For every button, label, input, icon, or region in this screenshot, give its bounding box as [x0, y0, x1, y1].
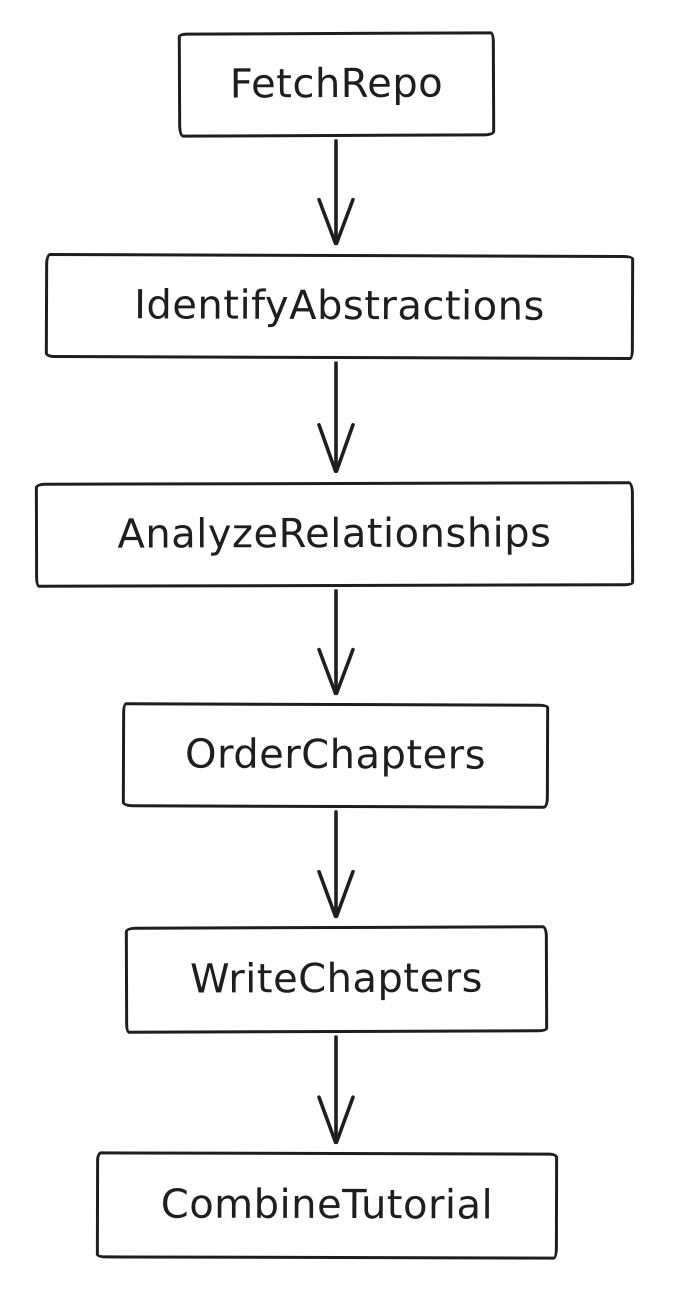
node-label: CombineTutorial	[160, 1181, 494, 1228]
arrow-down-icon	[317, 589, 355, 696]
arrow-down-icon	[317, 139, 355, 246]
node-analyze-relationships: AnalyzeRelationships	[34, 481, 635, 588]
arrow-down-icon	[317, 361, 355, 473]
node-identify-abstractions: IdentifyAbstractions	[44, 252, 635, 361]
node-write-chapters: WriteChapters	[124, 925, 549, 1034]
node-label: IdentifyAbstractions	[134, 281, 545, 330]
node-label: FetchRepo	[229, 60, 444, 107]
node-label: AnalyzeRelationships	[117, 509, 552, 558]
node-fetch-repo: FetchRepo	[177, 31, 496, 138]
node-label: OrderChapters	[184, 730, 487, 779]
node-label: WriteChapters	[189, 954, 484, 1003]
node-combine-tutorial: CombineTutorial	[95, 1151, 559, 1260]
node-order-chapters: OrderChapters	[121, 702, 550, 809]
arrow-down-icon	[317, 810, 355, 919]
arrow-down-icon	[317, 1035, 355, 1145]
